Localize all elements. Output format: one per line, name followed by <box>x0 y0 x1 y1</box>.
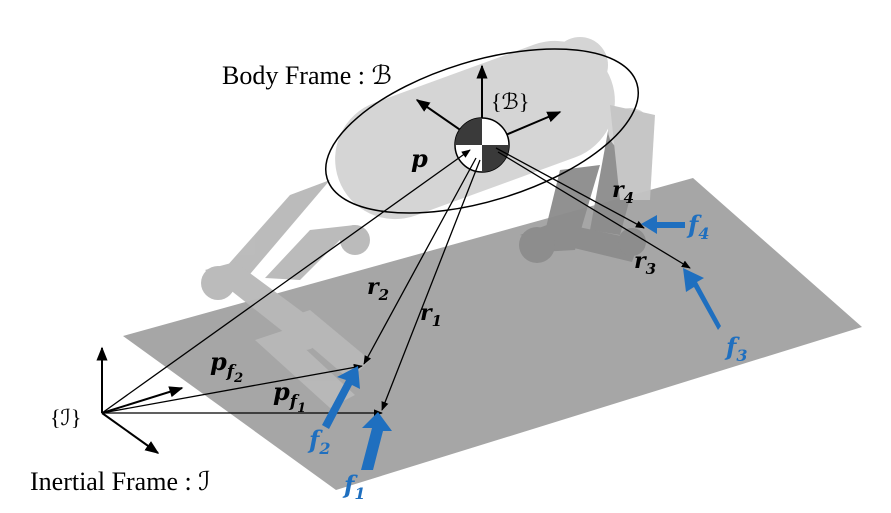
center-of-mass-icon <box>454 117 510 173</box>
position-vectors <box>101 147 691 417</box>
body-frame-label: Body Frame : ℬ <box>222 61 392 90</box>
p-vector <box>101 149 471 414</box>
p-label: p <box>411 144 428 173</box>
r1-vector <box>381 159 481 411</box>
pf2-label: pf2 <box>210 347 243 386</box>
f2-arrow <box>322 366 360 429</box>
f4-label: f4 <box>686 210 709 243</box>
body-frame-ellipse <box>324 48 640 214</box>
ground-plane <box>123 178 862 490</box>
r3-vector <box>497 151 691 269</box>
f1-label: f1 <box>342 470 365 503</box>
f4-arrow <box>641 215 685 234</box>
body-frame-symbol: {ℬ} <box>491 89 529 114</box>
inertial-frame-axes <box>96 346 184 454</box>
r2-label: r2 <box>367 274 389 304</box>
r1-label: r1 <box>420 300 442 330</box>
r4-label: r4 <box>612 177 634 207</box>
r3-label: r3 <box>634 248 656 278</box>
f3-label: f3 <box>724 332 747 365</box>
inertial-frame-symbol: {ℐ} <box>50 405 81 430</box>
r2-vector <box>363 157 477 365</box>
pf1-label: pf1 <box>273 377 306 416</box>
pf2-vector <box>101 363 363 414</box>
f2-label: f2 <box>307 425 330 458</box>
r4-vector <box>495 147 645 229</box>
inertial-frame-label: Inertial Frame : ℐ <box>30 467 210 496</box>
f3-arrow <box>683 268 721 330</box>
force-arrows <box>322 215 721 470</box>
